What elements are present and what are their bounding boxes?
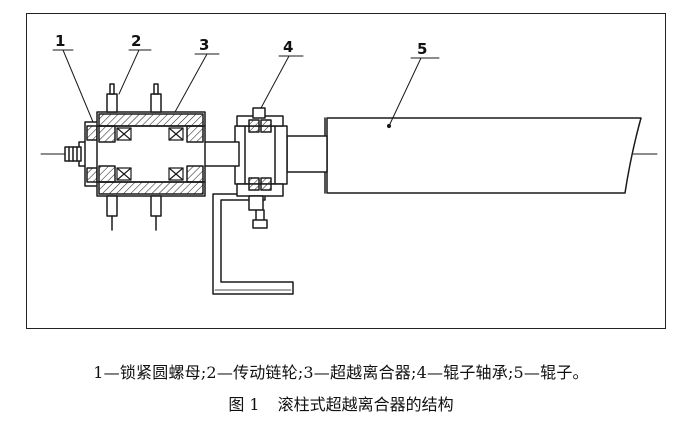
bolts xyxy=(248,107,268,229)
clutch-rollers xyxy=(116,127,184,181)
part-label-3: 3 xyxy=(199,36,210,54)
part-label-1: 1 xyxy=(55,32,66,50)
part-label-4: 4 xyxy=(283,38,294,56)
part-label-2: 2 xyxy=(131,32,142,50)
figure-legend: 1—锁紧圆螺母;2—传动链轮;3—超越离合器;4—辊子轴承;5—辊子。 xyxy=(93,363,589,382)
drive-sprockets xyxy=(106,83,162,231)
figure-caption: 图 1 滚柱式超越离合器的结构 xyxy=(0,391,682,415)
leader-lines xyxy=(52,49,440,129)
figure-title: 滚柱式超越离合器的结构 xyxy=(277,395,454,414)
bearing-housing xyxy=(234,115,288,197)
clutch-housing xyxy=(96,111,206,197)
roller-body xyxy=(324,117,642,194)
figure-frame: 1 2 3 4 5 xyxy=(26,13,666,329)
roller-axle xyxy=(286,135,328,173)
figure-number: 图 1 xyxy=(228,395,260,414)
clutch-drawing xyxy=(40,49,658,295)
part-label-5: 5 xyxy=(417,40,428,58)
